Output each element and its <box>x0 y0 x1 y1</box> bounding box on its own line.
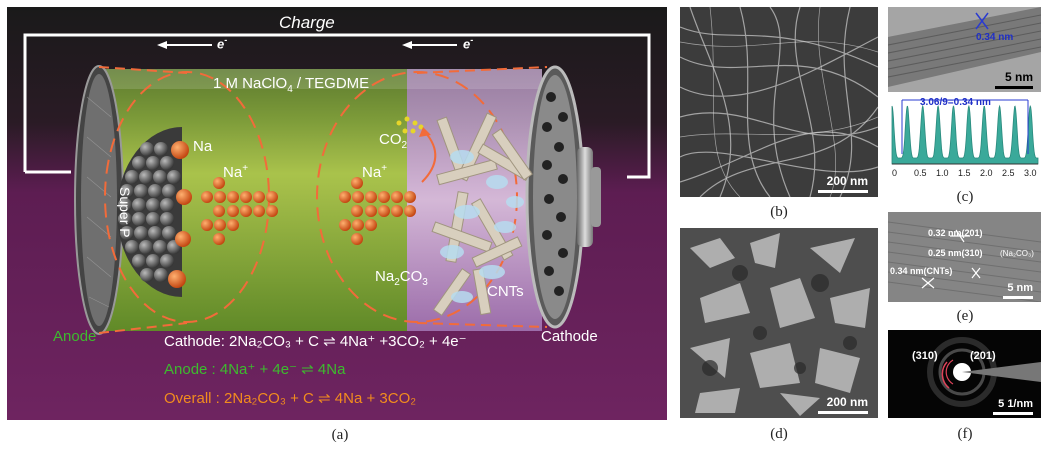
cathode-equation: Cathode: 2Na₂CO₃ + C ⇌ 4Na⁺ +3CO₂ + 4e⁻ <box>164 333 467 350</box>
overall-equation: Overall : 2Na₂CO₃ + C ⇌ 4Na + 3CO₂ <box>164 390 417 407</box>
caption-c: (c) <box>956 189 974 205</box>
profile-tick-label: 2.0 <box>980 168 993 178</box>
circuit-wire <box>23 33 651 179</box>
ring-201-label: (201) <box>970 350 996 362</box>
caption-b: (b) <box>770 204 788 220</box>
panel-c-tem: 0.34 nm 5 nm <box>888 7 1041 92</box>
superp-label: Super P <box>117 187 133 238</box>
ring-310-label: (310) <box>912 350 938 362</box>
scalebar-f-text: 5 1/nm <box>998 398 1033 410</box>
scalebar-c-text: 5 nm <box>1004 70 1033 84</box>
na-ion-label-right: Na+ <box>362 163 388 181</box>
co2-label: CO2 <box>379 131 408 151</box>
sem-fiber-texture <box>680 7 878 197</box>
lattice-cnts: 0.34 nm(CNTs) <box>890 266 953 276</box>
caption-d: (d) <box>770 426 788 442</box>
electrolyte-label: 1 M NaClO4 / TEGDME <box>213 75 370 95</box>
co2-release-arrow <box>421 131 437 183</box>
profile-ticks: 0 0.5 1.0 1.5 2.0 2.5 3.0 <box>888 168 1041 182</box>
profile-tick-label: 0.5 <box>914 168 927 178</box>
caption-f: (f) <box>957 426 973 442</box>
terminal-cap <box>577 147 593 247</box>
battery-schematic <box>7 7 667 420</box>
sodium-ions-right <box>339 177 416 245</box>
scalebar-d-text: 200 nm <box>826 395 868 409</box>
panel-b-sem: 200 nm <box>680 7 878 197</box>
lattice-310: 0.25 nm(310) <box>928 248 983 258</box>
na2co3-particles <box>440 150 524 303</box>
profile-tick-label: 3.0 <box>1024 168 1037 178</box>
scalebar-b-text: 200 nm <box>826 174 868 188</box>
lattice-201: 0.32 nm(201) <box>928 228 983 238</box>
electron-label-right: e- <box>463 35 474 52</box>
saed-pattern <box>888 330 1041 418</box>
anode-equation: Anode : 4Na⁺ + 4e⁻ ⇌ 4Na <box>164 361 346 378</box>
na2co3-label: Na2CO3 <box>375 268 428 288</box>
scalebar-b <box>818 190 868 193</box>
profile-tick-label: 0 <box>892 168 898 178</box>
co2-molecules <box>396 116 424 134</box>
superp-carbon-spheres <box>117 127 192 297</box>
profile-tick-label: 1.5 <box>958 168 971 178</box>
profile-trace <box>891 104 1039 165</box>
hrtem-texture <box>888 212 1041 302</box>
sem-flake-texture <box>680 228 878 418</box>
cathode-label: Cathode <box>541 328 598 345</box>
na2co3-tag: (Na₂CO₃) <box>1000 249 1034 258</box>
carbon-nanotubes <box>431 112 533 317</box>
anode-label: Anode <box>53 328 97 345</box>
na-ion-label-left: Na+ <box>223 163 249 181</box>
ring-201-arc <box>945 359 954 385</box>
line-profile-plot <box>888 94 1041 166</box>
sodium-ions-left <box>201 177 278 245</box>
scalebar-c <box>995 86 1033 89</box>
panel-d-sem: 200 nm <box>680 228 878 418</box>
ring-310-arc <box>941 361 950 389</box>
measure-cross-icon <box>975 12 989 30</box>
charge-label: Charge <box>279 13 335 32</box>
tem-lattice-texture <box>888 7 1041 92</box>
profile-tick-label: 1.0 <box>936 168 949 178</box>
na-metal-label: Na <box>193 138 213 155</box>
cnts-label: CNTs <box>487 283 524 300</box>
electron-label-left: e- <box>217 35 228 52</box>
scalebar-f <box>993 412 1033 415</box>
panel-a-schematic: Charge e- e- 1 M NaClO4 / TEGDME Na Supe… <box>7 7 667 420</box>
caption-e: (e) <box>956 308 974 324</box>
caption-a: (a) <box>331 427 349 443</box>
panel-f-saed: (310) (201) 5 1/nm <box>888 330 1041 418</box>
profile-label: 3.06/9=0.34 nm <box>920 97 991 108</box>
scalebar-e <box>1003 296 1033 299</box>
scalebar-d <box>818 411 868 414</box>
panel-c-profile: 3.06/9=0.34 nm 0 0.5 1.0 1.5 2.0 2.5 3.0 <box>888 94 1041 182</box>
profile-tick-label: 2.5 <box>1002 168 1015 178</box>
scalebar-e-text: 5 nm <box>1007 282 1033 294</box>
lattice-spacing-c: 0.34 nm <box>976 32 1014 43</box>
panel-e-hrtem: 0.32 nm(201) 0.25 nm(310) (Na₂CO₃) 0.34 … <box>888 212 1041 302</box>
